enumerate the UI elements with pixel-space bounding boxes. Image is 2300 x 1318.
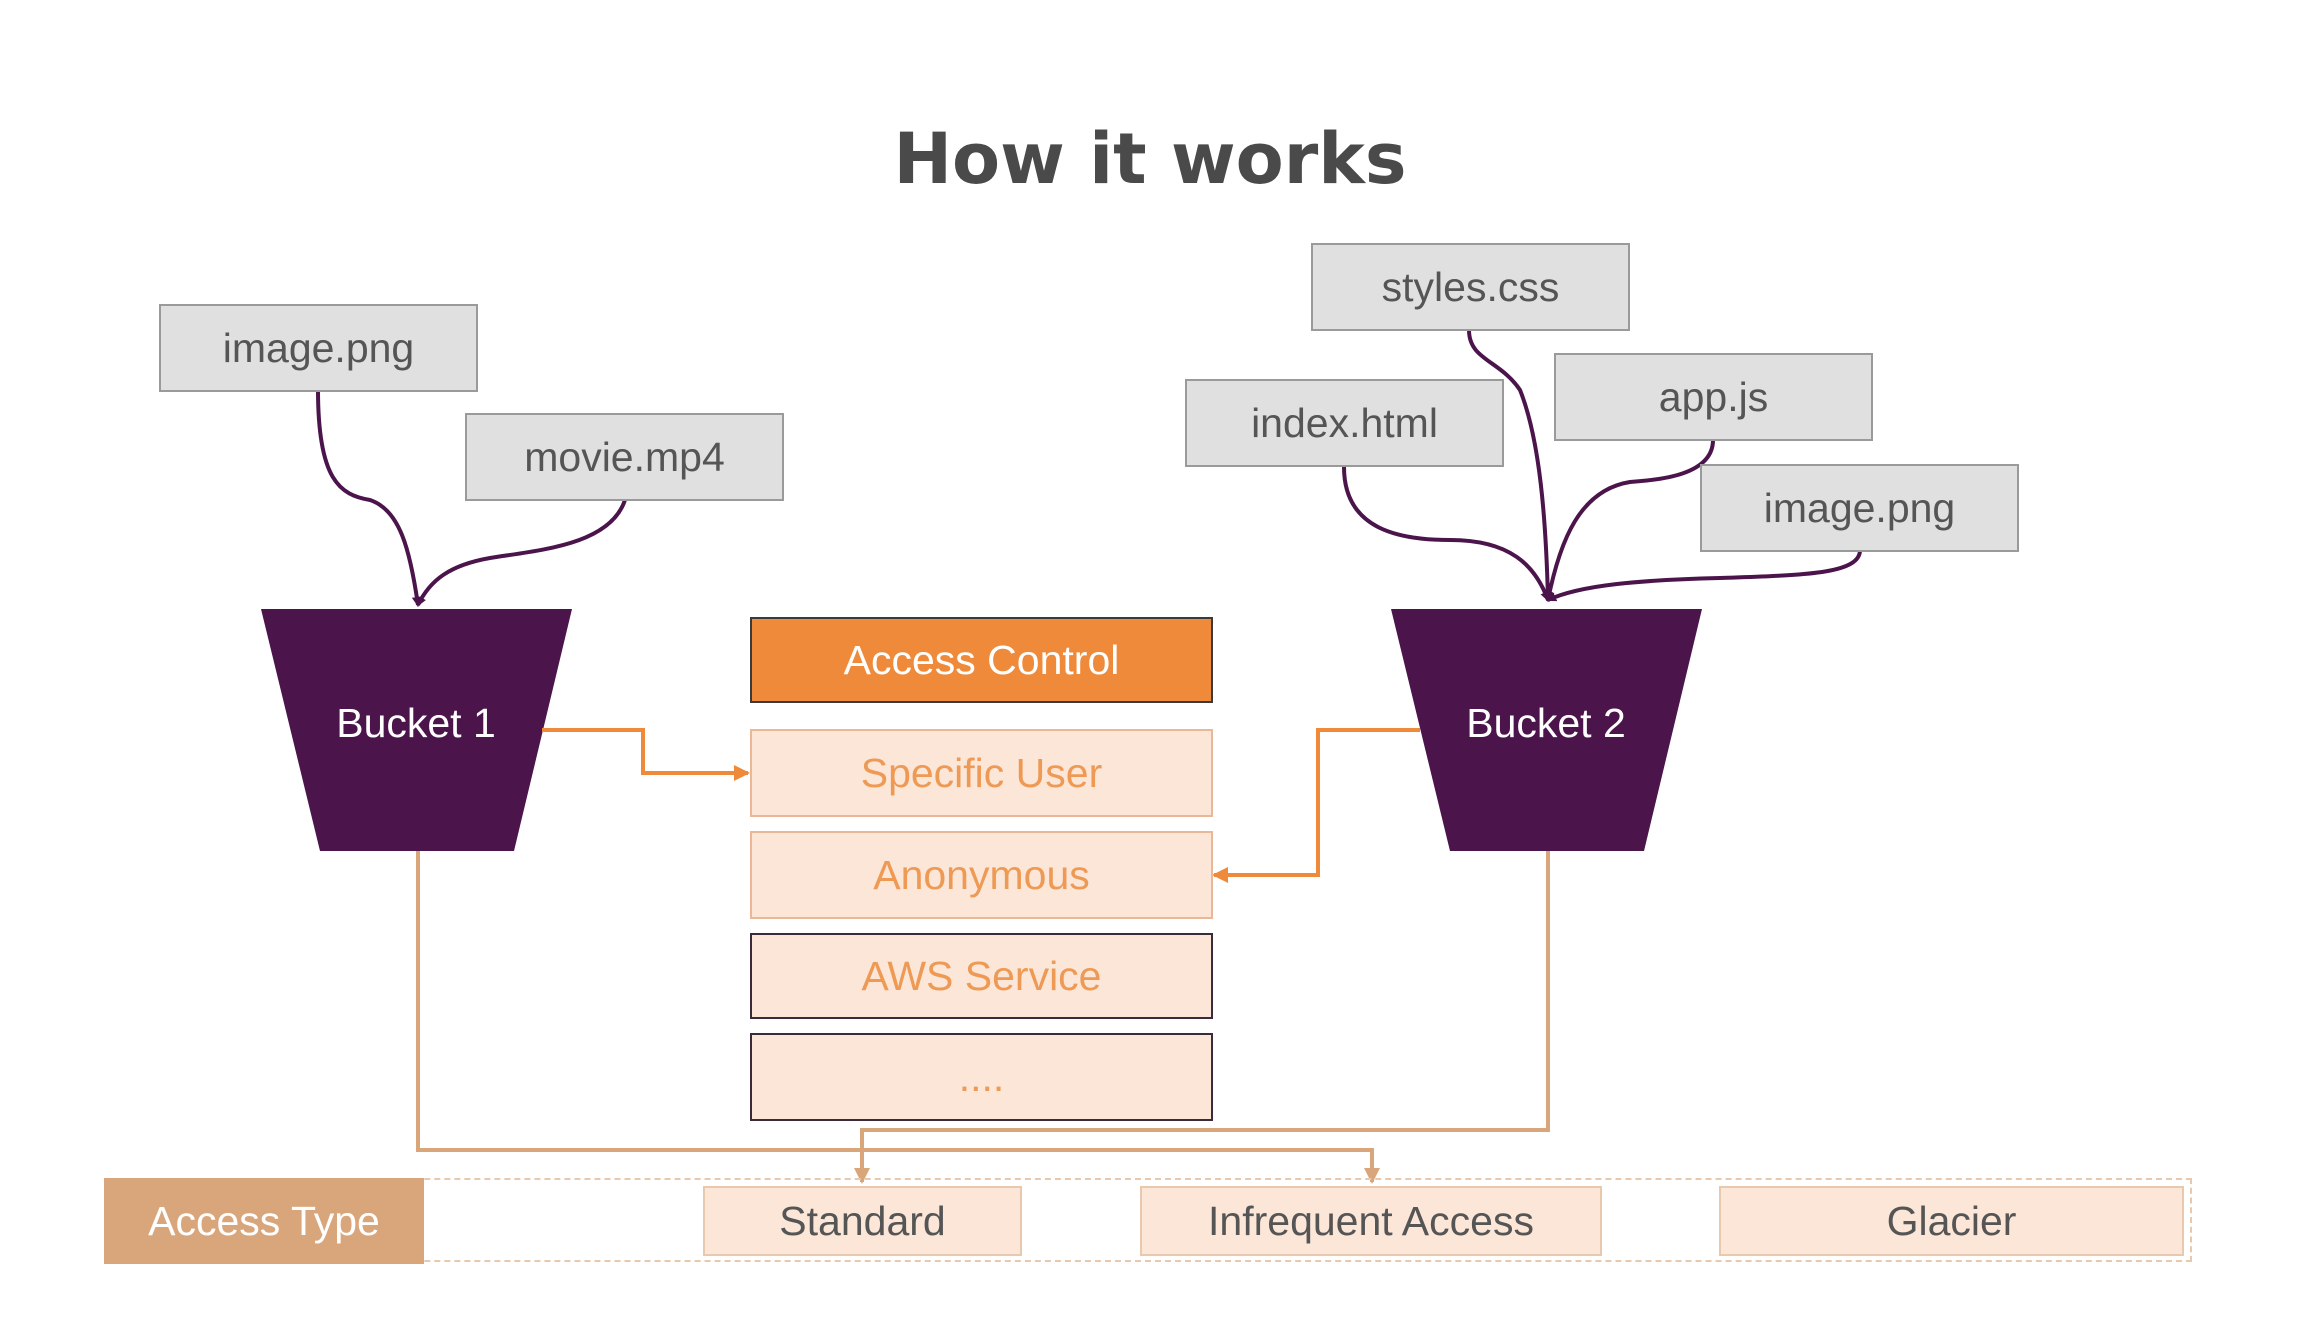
connector-image-to-bucket-2 [1546,549,1862,602]
file-styles-css: styles.css [1311,243,1630,331]
access-specific-user: Specific User [750,729,1213,817]
bucket-1-label: Bucket 1 [336,700,496,746]
access-aws-service: AWS Service [750,933,1213,1019]
file-image-png-2: image.png [1700,464,2019,552]
bucket-1-shape [261,609,572,851]
connector-app-to-bucket-2 [1544,439,1715,602]
access-type-glacier: Glacier [1719,1186,2184,1256]
bucket-2-label: Bucket 2 [1466,700,1626,746]
connector-movie-to-bucket-1 [416,499,627,607]
connector-index-to-bucket-2 [1342,466,1550,602]
access-type-label: Access Type [104,1178,424,1264]
access-type-infrequent: Infrequent Access [1140,1186,1602,1256]
access-type-standard: Standard [703,1186,1022,1256]
connector-bucket-2-to-standard [854,851,1550,1184]
connector-image-to-bucket-1 [316,389,422,607]
bucket-2-shape [1391,609,1702,851]
file-index-html: index.html [1185,379,1504,467]
access-anonymous: Anonymous [750,831,1213,919]
connector-bucket-2-to-anonymous [1212,728,1420,883]
file-image-png: image.png [159,304,478,392]
access-more-ellipsis: .... [750,1033,1213,1121]
page-title: How it works [893,118,1407,200]
connector-bucket-1-to-infrequent [416,851,1380,1184]
file-movie-mp4: movie.mp4 [465,413,784,501]
connector-bucket-1-to-specific-user [542,728,750,781]
access-control-header: Access Control [750,617,1213,703]
file-app-js: app.js [1554,353,1873,441]
connector-styles-to-bucket-2 [1467,329,1553,602]
